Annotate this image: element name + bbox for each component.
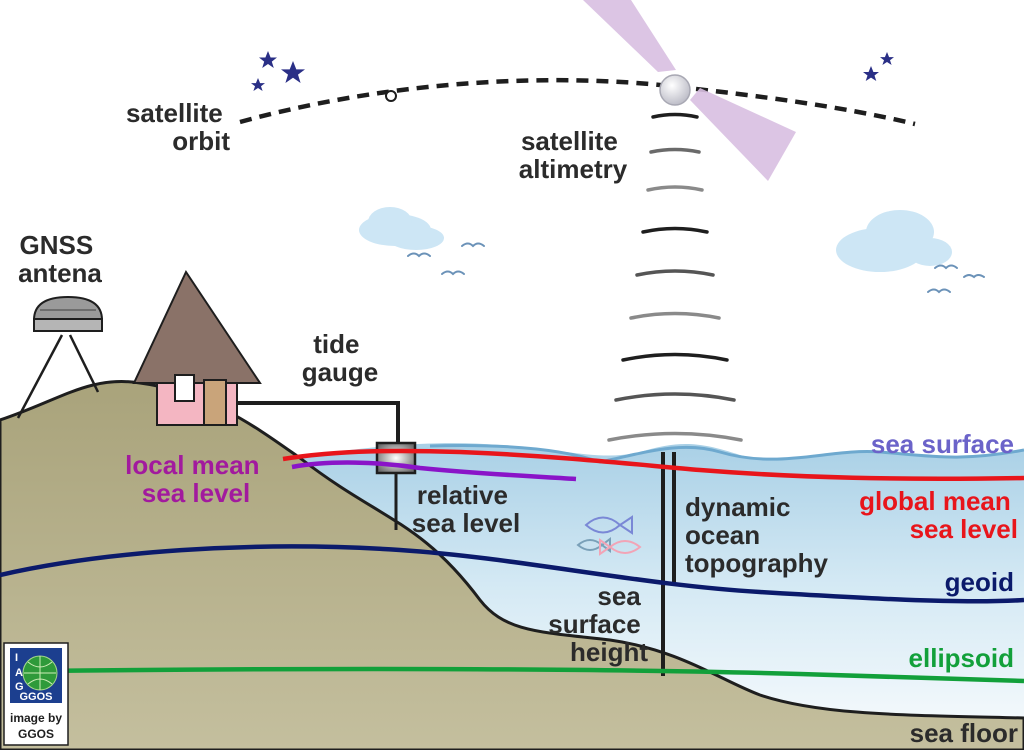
svg-text:GGOS: GGOS — [18, 727, 54, 741]
geoid-label: geoid — [945, 567, 1014, 597]
solar-panel-bottom — [690, 88, 796, 181]
svg-text:G: G — [15, 681, 24, 693]
house — [132, 269, 262, 426]
svg-text:I: I — [15, 652, 18, 664]
relative-sea-level-label: relative sea level — [412, 480, 520, 538]
satellite-altimetry-label: satellite altimetry — [519, 126, 628, 184]
star-icon — [863, 66, 879, 81]
svg-text:GGOS: GGOS — [19, 691, 52, 703]
local-mean-sea-level-line — [291, 460, 577, 482]
sea-surface-line — [429, 444, 1024, 464]
star-icon — [251, 78, 265, 91]
star-icon — [281, 61, 305, 83]
satellite-orbit-line — [239, 77, 916, 127]
star-icon — [259, 51, 277, 68]
gnss-antenna-label: GNSS antena — [18, 230, 102, 288]
svg-text:A: A — [15, 667, 23, 679]
orbit-marker — [385, 90, 397, 102]
global-mean-sea-level-label: global mean sea level — [859, 486, 1018, 544]
gnss-antenna — [16, 295, 104, 419]
ellipsoid-line — [39, 666, 1024, 684]
fish-icon — [576, 537, 611, 553]
dynamic-ocean-topography-label: dynamic ocean topography — [685, 492, 829, 578]
star-icon — [880, 52, 894, 65]
ggos-logo: I A G GGOS image by GGOS — [3, 642, 69, 746]
geoid-line — [0, 544, 1024, 604]
global-mean-sea-level-line — [282, 448, 1024, 481]
svg-text:image by: image by — [10, 711, 62, 725]
satellite-orbit-label: satellite orbit — [126, 98, 230, 156]
stars — [251, 51, 894, 91]
ellipsoid-label: ellipsoid — [909, 643, 1014, 673]
fish-group — [576, 515, 642, 556]
sea-floor-label: sea floor — [910, 718, 1018, 748]
altimetry-pulses — [607, 112, 743, 442]
cloud-left — [359, 207, 444, 250]
satellite — [659, 74, 691, 106]
cloud-right — [836, 210, 952, 272]
height-bars — [661, 452, 676, 676]
sea-surface-height-label: sea surface height — [548, 581, 648, 667]
coastal-hill — [0, 380, 1024, 750]
sea-surface-label: sea surface — [871, 429, 1014, 459]
fish-icon — [584, 515, 633, 535]
local-mean-sea-level-label: local mean sea level — [125, 450, 267, 508]
solar-panel-top — [583, 0, 676, 72]
fish-icon — [599, 538, 642, 556]
tide-gauge-label: tide gauge — [302, 329, 379, 387]
birds — [407, 242, 985, 294]
